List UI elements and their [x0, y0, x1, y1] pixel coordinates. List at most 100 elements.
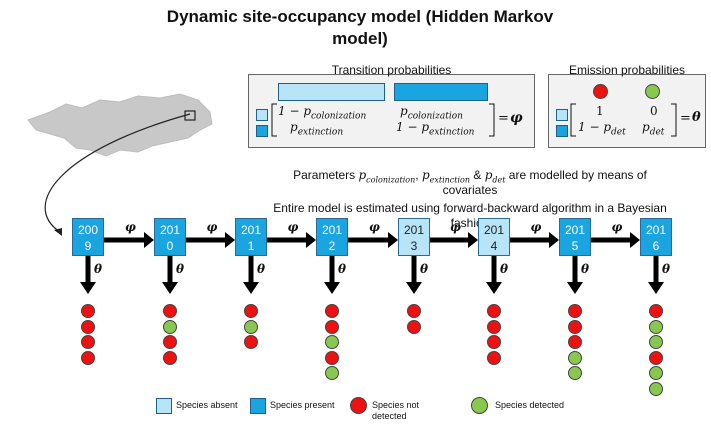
theta-label: θ: [500, 262, 509, 276]
detected-dot: [325, 335, 339, 349]
not-detected-dot: [407, 319, 421, 334]
year-label-line2: 2: [328, 239, 336, 253]
transition-equals: =: [498, 111, 509, 126]
transition-arrowhead: [549, 232, 559, 248]
not-detected-dot: [568, 319, 582, 334]
year-label-line1: 201: [159, 223, 181, 237]
theta-label: θ: [176, 262, 185, 276]
not-detected-dot: [649, 304, 663, 318]
transition-arrowhead: [225, 232, 235, 248]
emission-arrowhead: [648, 282, 664, 294]
emission-arrowhead: [324, 282, 340, 294]
parameters-note: Parameters pcolonization, pextinction & …: [293, 168, 647, 185]
emission-header-detected: [645, 84, 660, 99]
transition-header-absent: [278, 83, 385, 101]
year-label-line2: 1: [247, 239, 255, 253]
transition-bracket-right: [489, 103, 495, 137]
detected-dot: [244, 319, 258, 334]
not-detected-dot: [325, 304, 339, 318]
not-detected-dot: [487, 335, 501, 349]
phi-label: φ: [369, 220, 380, 234]
emission-header-not-detected: [593, 84, 608, 99]
legend-detected-label: Species detected: [495, 400, 565, 410]
emission-cell-2-1: 1 − pdet: [578, 120, 626, 138]
emission-arrowhead: [243, 282, 259, 294]
not-detected-dot: [407, 304, 421, 318]
transition-arrowhead: [630, 232, 640, 248]
not-detected-dot: [649, 350, 663, 365]
theta-label: θ: [338, 262, 347, 276]
emission-bracket-right: [671, 103, 677, 137]
not-detected-dot: [325, 350, 339, 365]
emission-arrowhead: [80, 282, 96, 294]
year-label-line1: 201: [321, 223, 343, 237]
not-detected-dot: [487, 319, 501, 334]
emission-arrowhead: [567, 282, 583, 294]
transition-header-present: [394, 83, 488, 101]
phi-label: φ: [450, 220, 461, 234]
transition-arrowhead: [144, 232, 154, 248]
legend-absent-swatch: [156, 398, 172, 414]
detected-dot: [649, 335, 663, 349]
not-detected-dot: [244, 304, 258, 318]
transition-bracket-left: [271, 103, 277, 137]
not-detected-dot: [81, 319, 95, 334]
not-detected-dot: [163, 335, 177, 349]
not-detected-dot: [325, 319, 339, 334]
detected-dot: [325, 366, 339, 380]
year-label-line2: 5: [571, 239, 579, 253]
detected-dot: [163, 319, 177, 334]
not-detected-dot: [568, 335, 582, 349]
emission-equals: =: [680, 111, 691, 126]
legend-detected-swatch: [471, 397, 488, 414]
theta-label: θ: [257, 262, 266, 276]
legend-absent-label: Species absent: [176, 400, 238, 410]
legend-present-label: Species present: [270, 400, 335, 410]
year-label-line1: 201: [564, 223, 586, 237]
transition-title: Transition probabilities: [331, 63, 452, 77]
year-label-line1: 200: [77, 223, 99, 237]
emission-row-present-icon: [556, 125, 568, 137]
not-detected-dot: [568, 304, 582, 318]
emission-bracket-left: [570, 103, 576, 137]
not-detected-dot: [81, 335, 95, 349]
detected-dot: [568, 350, 582, 365]
site-connector-arrowhead: [54, 228, 62, 236]
site-connector-curve: [44, 113, 191, 233]
phi-label: φ: [206, 220, 218, 234]
emission-cell-2-2: pdet: [642, 120, 665, 138]
legend-not-detected-label: Species not detected: [372, 400, 420, 421]
detected-dot: [649, 319, 663, 334]
year-label-line2: 9: [84, 239, 92, 253]
emission-arrowhead: [162, 282, 178, 294]
transition-cell-2-1: pextinction: [290, 120, 344, 138]
phi-label: φ: [611, 220, 623, 234]
not-detected-dot: [81, 304, 95, 318]
transition-cell-1-2: pcolonization: [400, 104, 463, 122]
theta-label: θ: [94, 262, 103, 276]
not-detected-dot: [163, 304, 177, 318]
detected-dot: [568, 366, 582, 380]
year-label-line2: 6: [652, 239, 660, 253]
detected-dot: [649, 381, 663, 396]
covariates-note: covariates: [442, 183, 498, 197]
year-label-line1: 201: [240, 223, 262, 237]
not-detected-dot: [487, 304, 501, 318]
transition-arrowhead: [306, 232, 316, 248]
region-map-shape: [27, 93, 213, 157]
year-label-line1: 201: [645, 223, 667, 237]
phi-symbol: φ: [510, 110, 523, 126]
legend-present-swatch: [250, 398, 266, 414]
emission-arrowhead: [406, 282, 422, 294]
emission-row-absent-icon: [556, 109, 568, 121]
phi-label: φ: [530, 220, 542, 234]
phi-label: φ: [287, 220, 299, 234]
transition-cell-2-2: 1 − pextinction: [396, 120, 475, 138]
